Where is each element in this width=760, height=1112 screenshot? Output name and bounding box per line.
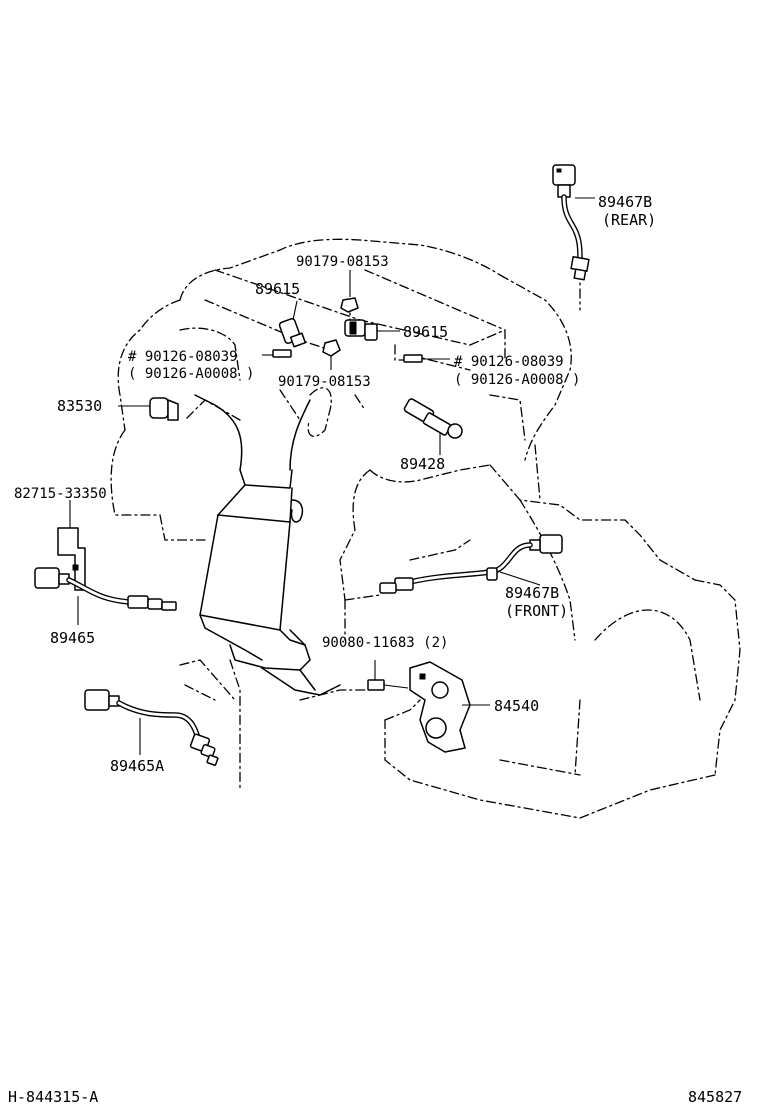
temp-switch <box>118 397 179 421</box>
footer-catalog-code: 845827 <box>688 1088 742 1106</box>
label-bolt-left: # 90126-08039 <box>128 349 238 365</box>
label-89467b-rear: 89467B <box>598 193 652 211</box>
label-bolt-right: # 90126-08039 <box>454 354 564 370</box>
label-rear: (REAR) <box>602 211 656 229</box>
upper-fasteners <box>262 270 450 370</box>
label-bolt-right-alt: ( 90126-A0008 ) <box>454 372 580 388</box>
label-84540: 84540 <box>494 697 539 715</box>
rear-oxygen-sensor <box>552 164 595 281</box>
part-labels: 89467B (REAR) 90179-08153 89615 89615 # … <box>14 193 656 775</box>
label-bracket: 82715-33350 <box>14 486 107 502</box>
front-oxygen-sensor <box>379 534 563 594</box>
oxygen-sensor-89465a <box>84 689 219 766</box>
label-bolt-switch: 90080-11683 (2) <box>322 635 448 651</box>
crank-sensor <box>403 398 463 455</box>
exhaust-manifold <box>194 394 341 696</box>
label-plug-right: 89615 <box>403 323 448 341</box>
label-temp-switch: 83530 <box>57 397 102 415</box>
label-front: (FRONT) <box>505 602 568 620</box>
label-89465a: 89465A <box>110 757 164 775</box>
label-nut-mid: 90179-08153 <box>278 374 371 390</box>
neutral-switch <box>367 660 490 753</box>
oxygen-sensor-89465 <box>34 567 177 625</box>
label-89465: 89465 <box>50 629 95 647</box>
label-nut-top: 90179-08153 <box>296 254 389 270</box>
engine-outline <box>110 238 741 819</box>
label-plug-left: 89615 <box>255 280 300 298</box>
footer-illustration-code: H-844315-A <box>8 1088 98 1106</box>
label-89467b-front: 89467B <box>505 584 559 602</box>
label-crank-sensor: 89428 <box>400 455 445 473</box>
label-bolt-left-alt: ( 90126-A0008 ) <box>128 366 254 382</box>
